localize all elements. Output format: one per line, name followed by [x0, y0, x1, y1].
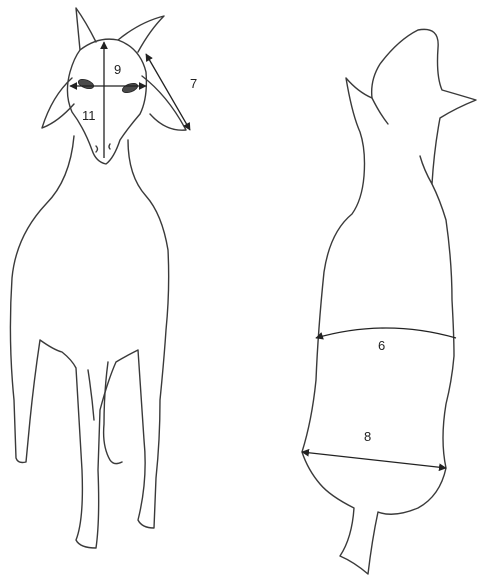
- ear-length-arrow: [146, 54, 190, 130]
- rump-width-label: 8: [364, 429, 371, 444]
- ear-length-label: 7: [190, 76, 197, 91]
- nostrils: [96, 144, 110, 152]
- rump-width-arrow: [302, 452, 446, 468]
- goat-front-view: 9 11 7: [10, 8, 197, 548]
- goat-top-outline: [302, 29, 476, 574]
- goat-top-view: 6 8: [302, 29, 476, 574]
- chest-width-label: 6: [378, 338, 385, 353]
- front-leg-inner: [88, 362, 122, 464]
- head-width-label: 11: [82, 108, 96, 123]
- left-eye: [77, 78, 95, 91]
- goat-head: [67, 39, 146, 164]
- goat-front-body: [10, 136, 168, 548]
- right-horn: [118, 16, 164, 52]
- left-horn: [76, 8, 96, 50]
- top-back-line: [372, 98, 432, 184]
- right-eye: [121, 82, 139, 95]
- chest-line: [316, 328, 456, 338]
- head-length-label: 9: [114, 62, 121, 77]
